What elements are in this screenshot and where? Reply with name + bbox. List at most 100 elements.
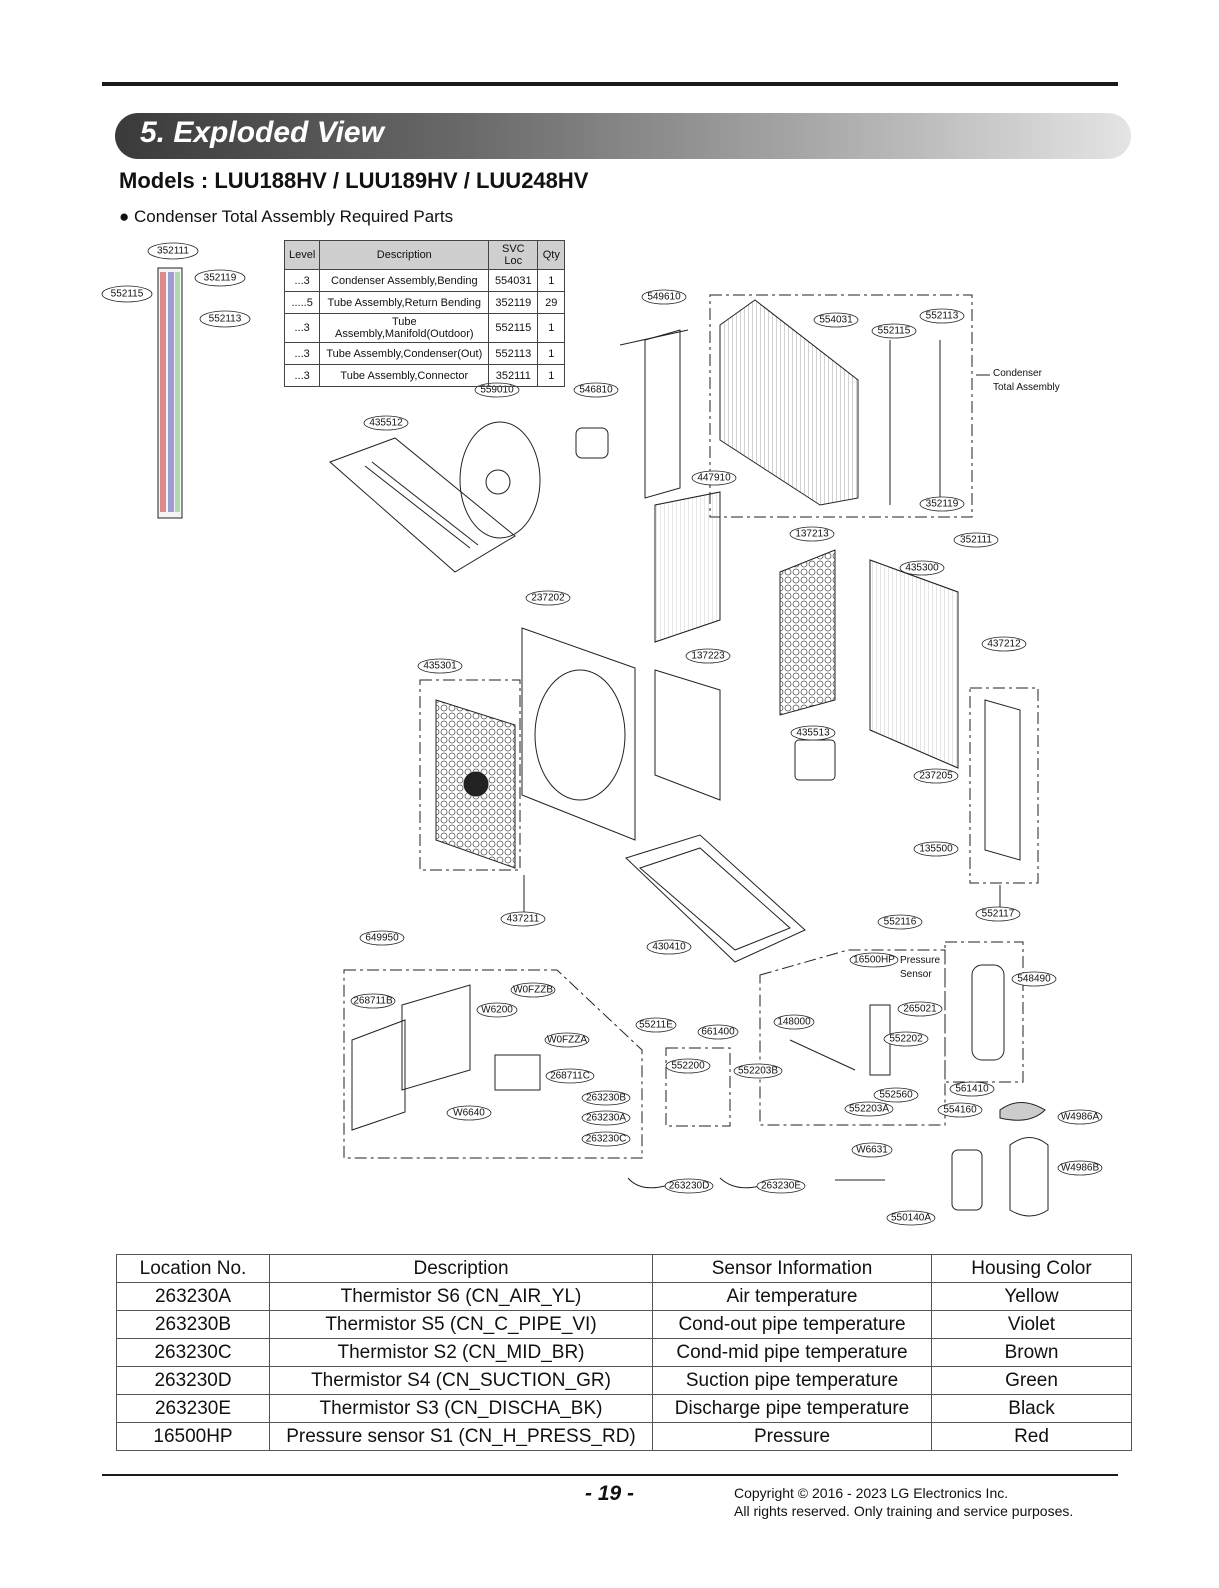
table-cell: Pressure sensor S1 (CN_H_PRESS_RD) [269,1422,653,1451]
models-heading: Models : LUU188HV / LUU189HV / LUU248HV [119,168,589,193]
callout-552117: 552117 [982,909,1015,920]
table-cell: Brown [931,1338,1132,1367]
callout-552202: 552202 [889,1034,923,1045]
callout-552560: 552560 [879,1090,913,1101]
table-cell: Thermistor S2 (CN_MID_BR) [269,1338,653,1367]
callout-W0FZZA: W0FZZA [547,1035,587,1046]
callout-W4986A: W4986A [1061,1112,1100,1123]
callout-263230B: 263230B [586,1093,626,1104]
table-row: ...3 Tube Assembly,Manifold(Outdoor) 552… [283,313,566,343]
right-panel-237205 [984,699,1021,861]
sensor-table: Location No. Description Sensor Informat… [116,1254,1132,1451]
table-cell: Yellow [931,1282,1132,1311]
callout-435300: 435300 [905,563,939,574]
control-cover-137213 [779,549,836,716]
front-cabinet-237202 [521,627,636,841]
callout-268711B: 268711B [353,996,393,1007]
table-header-row: Level Description SVC Loc Qty [283,240,566,270]
section-title: 5. Exploded View [140,116,384,149]
callout-552113: 552113 [209,314,242,325]
callout-546810: 546810 [579,385,613,396]
callout-263230C: 263230C [586,1134,627,1145]
table-cell: 263230D [116,1366,270,1395]
table-cell: 16500HP [116,1422,270,1451]
required-parts-table: Level Description SVC Loc Qty ...3 Conde… [283,240,566,387]
table-cell: .....5 [283,291,321,314]
column-header: Description [269,1254,653,1283]
callout-W6631: W6631 [856,1145,888,1156]
copyright-notice: Copyright © 2016 - 2023 LG Electronics I… [734,1484,1073,1520]
callout-554031: 554031 [819,315,853,326]
column-header: Description [319,240,490,270]
callout-W6640: W6640 [453,1108,485,1119]
table-cell: 552113 [488,342,539,365]
callout-263230A: 263230A [586,1113,626,1124]
table-cell: Thermistor S4 (CN_SUCTION_GR) [269,1366,653,1395]
table-row: 16500HP Pressure sensor S1 (CN_H_PRESS_R… [116,1422,1132,1451]
table-cell: 1 [537,269,566,292]
table-cell: Violet [931,1310,1132,1339]
table-cell: 263230E [116,1394,270,1423]
table-row: 263230C Thermistor S2 (CN_MID_BR) Cond-m… [116,1338,1132,1367]
column-header: Housing Color [931,1254,1132,1283]
jacket-top [999,1102,1046,1121]
callout-554160: 554160 [943,1105,977,1116]
table-row: ...3 Tube Assembly,Connector 352111 1 [283,364,566,387]
callout-263230D: 263230D [669,1181,710,1192]
condenser-tube-strip [157,267,183,519]
table-cell: Cond-out pipe temperature [652,1310,932,1339]
table-cell: Black [931,1394,1132,1423]
table-cell: ...3 [283,269,321,292]
table-cell: 1 [537,342,566,365]
callout-552116: 552116 [884,917,917,928]
control-box-435513 [794,739,836,781]
side-panel-137223 [654,669,721,801]
column-header: Level [283,240,321,270]
table-cell: Thermistor S6 (CN_AIR_YL) [269,1282,653,1311]
fan-blade [459,421,541,539]
callout-447910: 447910 [697,473,731,484]
compressor-jacket [1009,1137,1049,1217]
table-cell: ...3 [283,313,321,343]
condenser-total-label-1: Condenser [993,368,1043,379]
sensor-cable-d [627,1177,666,1189]
callout-55211E: 55211E [639,1020,673,1031]
table-cell: Red [931,1422,1132,1451]
condenser-total-label-2: Total Assembly [993,382,1060,393]
column-header: SVC Loc [488,240,539,270]
table-cell: 552115 [488,313,539,343]
callout-435301: 435301 [423,661,457,672]
fan-motor [575,427,609,459]
callout-437212: 437212 [987,639,1021,650]
table-cell: Pressure [652,1422,932,1451]
front-grille-435301 [435,699,516,869]
condenser-coil [719,299,859,506]
table-cell: Tube Assembly,Return Bending [319,291,490,314]
table-row: ...3 Tube Assembly,Condenser(Out) 552113… [283,342,566,365]
table-cell: 352111 [488,364,539,387]
callout-148000: 148000 [777,1017,811,1028]
callout-435512: 435512 [369,418,403,429]
callout-265021: 265021 [903,1004,937,1015]
callout-559010: 559010 [480,385,514,396]
copyright-line: All rights reserved. Only training and s… [734,1503,1074,1519]
callout-435513: 435513 [796,728,830,739]
table-cell: Cond-mid pipe temperature [652,1338,932,1367]
table-cell: Tube Assembly,Connector [319,364,490,387]
table-cell: ...3 [283,342,321,365]
callout-237205: 237205 [919,771,953,782]
callout-352111: 352111 [157,246,189,257]
callout-550140A: 550140A [891,1213,931,1224]
callout-561410: 561410 [955,1084,989,1095]
table-cell: 263230B [116,1310,270,1339]
column-header: Qty [537,240,566,270]
table-cell: 1 [537,313,566,343]
callout-352119: 352119 [204,273,237,284]
callout-237202: 237202 [531,593,565,604]
callout-137223: 137223 [691,651,725,662]
rear-grille-435300 [869,559,959,769]
column-header: Sensor Information [652,1254,932,1283]
table-cell: 554031 [488,269,539,292]
table-row: 263230E Thermistor S3 (CN_DISCHA_BK) Dis… [116,1394,1132,1423]
callout-437211: 437211 [507,914,540,925]
